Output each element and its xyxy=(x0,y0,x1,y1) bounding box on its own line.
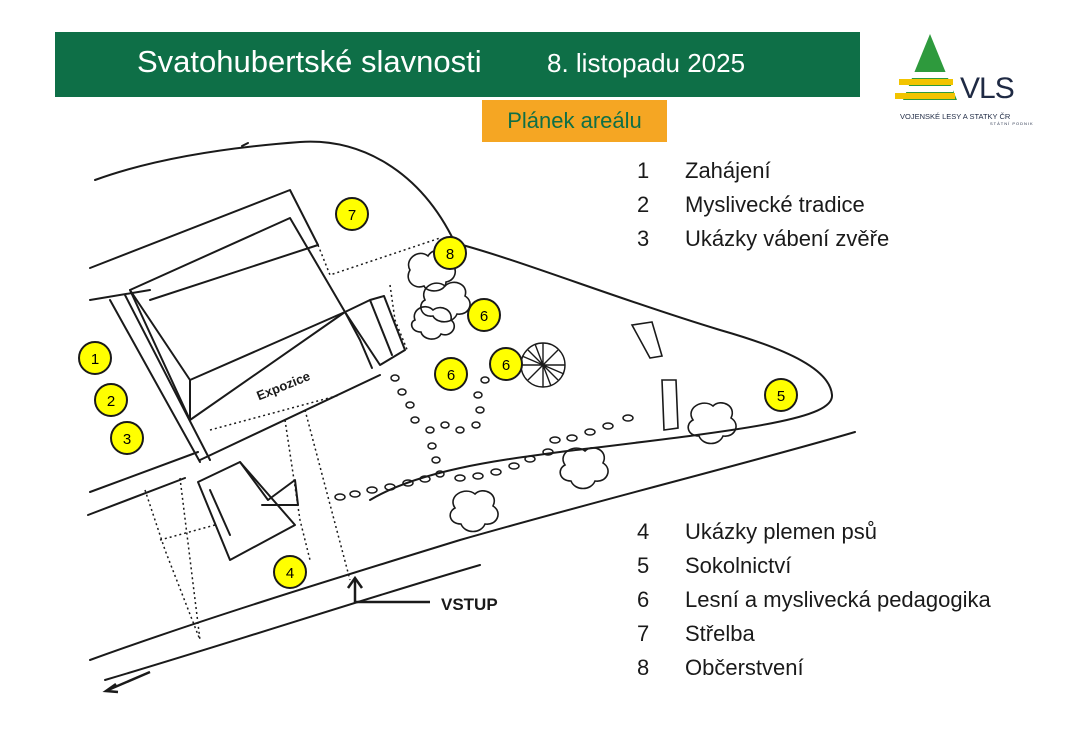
marker-1[interactable]: 1 xyxy=(78,341,112,375)
marker-6b[interactable]: 6 xyxy=(434,357,468,391)
legend-number: 6 xyxy=(637,587,650,612)
legend-item: 7 Střelba xyxy=(637,617,991,651)
svg-text:5: 5 xyxy=(777,388,785,405)
entrance-label: VSTUP xyxy=(441,595,498,614)
legend-top: 1 Zahájení 2 Myslivecké tradice 3 Ukázky vá… xyxy=(637,154,889,256)
legend-item: 5 Sokolnictví xyxy=(637,549,991,583)
legend-bottom: 4 Ukázky plemen psů 5 Sokolnictví 6 Lesní a… xyxy=(637,515,991,685)
marker-6c[interactable]: 6 xyxy=(489,347,523,381)
vls-triangle-icon xyxy=(895,34,957,100)
legend-label: Občerstvení xyxy=(685,655,804,680)
top-road-edge xyxy=(94,140,456,244)
legend-number: 8 xyxy=(637,655,650,680)
marker-7[interactable]: 7 xyxy=(335,197,369,231)
legend-label: Ukázky plemen psů xyxy=(685,519,877,544)
legend-item: 3 Ukázky vábení zvěře xyxy=(637,222,889,256)
marker-5[interactable]: 5 xyxy=(764,378,798,412)
marker-3[interactable]: 3 xyxy=(110,421,144,455)
svg-text:1: 1 xyxy=(91,351,99,368)
entrance-arrow xyxy=(353,578,430,604)
legend-label: Zahájení xyxy=(685,158,771,183)
svg-text:6: 6 xyxy=(480,308,488,325)
legend-number: 4 xyxy=(637,519,650,544)
legend-label: Ukázky vábení zvěře xyxy=(685,226,890,251)
expozice-building xyxy=(129,217,346,421)
svg-text:6: 6 xyxy=(502,357,510,374)
legend-number: 2 xyxy=(637,192,650,217)
logo-tagline: VOJENSKÉ LESY A STATKY ČR xyxy=(900,112,1011,121)
header-bar: Svatohubertské slavnosti 8. listopadu 20… xyxy=(55,32,860,97)
svg-text:7: 7 xyxy=(348,207,356,224)
legend-label: Střelba xyxy=(685,621,755,646)
map-markers: 1 2 3 4 5 6 6 6 7 8 xyxy=(78,197,798,589)
event-title: Svatohubertské slavnosti xyxy=(137,44,482,79)
legend-number: 5 xyxy=(637,553,650,578)
event-date: 8. listopadu 2025 xyxy=(547,48,746,78)
legend-item: 8 Občerstvení xyxy=(637,651,991,685)
legend-number: 3 xyxy=(637,226,650,251)
exit-arrow xyxy=(107,670,151,692)
marker-8[interactable]: 8 xyxy=(433,236,467,270)
legend-label: Lesní a myslivecká pedagogika xyxy=(685,587,991,612)
marker-4[interactable]: 4 xyxy=(273,555,307,589)
logo-text: VLS xyxy=(960,72,1015,105)
svg-text:4: 4 xyxy=(286,565,294,582)
svg-text:3: 3 xyxy=(123,431,131,448)
svg-text:6: 6 xyxy=(447,367,455,384)
svg-text:8: 8 xyxy=(446,246,454,263)
legend-item: 6 Lesní a myslivecká pedagogika xyxy=(637,583,991,617)
park-boundary xyxy=(369,242,834,501)
logo-tagline-small: STÁTNÍ PODNIK xyxy=(990,121,1034,126)
legend-number: 7 xyxy=(637,621,650,646)
bottom-road-edge xyxy=(89,431,856,661)
map-subtitle: Plánek areálu xyxy=(482,100,667,142)
vls-logo xyxy=(895,30,1025,130)
building-label: Expozice xyxy=(254,368,312,403)
marker-2[interactable]: 2 xyxy=(94,383,128,417)
legend-item: 4 Ukázky plemen psů xyxy=(637,515,991,549)
legend-label: Myslivecké tradice xyxy=(685,192,865,217)
marker-6a[interactable]: 6 xyxy=(467,298,501,332)
legend-label: Sokolnictví xyxy=(685,553,792,578)
legend-number: 1 xyxy=(637,158,650,183)
legend-item: 2 Myslivecké tradice xyxy=(637,188,889,222)
legend-item: 1 Zahájení xyxy=(637,154,889,188)
svg-text:2: 2 xyxy=(107,393,115,410)
